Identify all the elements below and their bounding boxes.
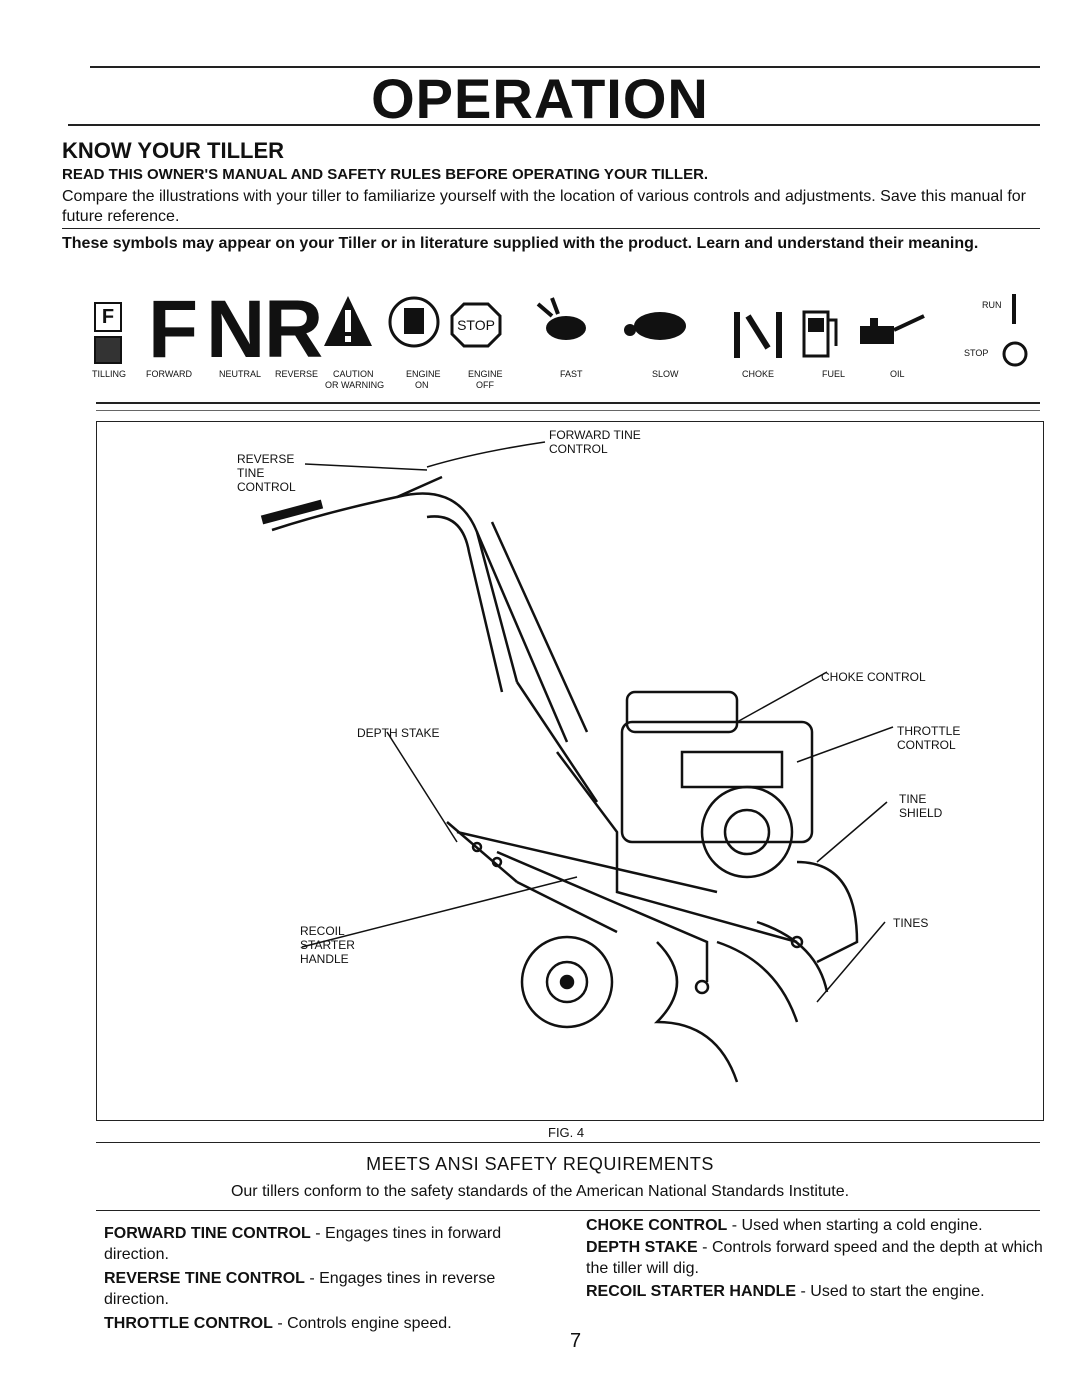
tilling-f-icon: F: [94, 302, 122, 332]
callout-throttle-control: THROTTLE CONTROL: [897, 724, 961, 752]
top-rule: [90, 66, 1040, 68]
desc-text: - Used when starting a cold engine.: [727, 1217, 983, 1234]
fast-rabbit-icon: [536, 297, 586, 340]
label-engine-on: ENGINE: [406, 369, 441, 379]
label-engine-on-2: ON: [415, 380, 429, 390]
stop-circle-icon: [1002, 341, 1028, 367]
desc-text: - Engages tines in forward direction.: [104, 1225, 502, 1263]
label-caution: CAUTION: [333, 369, 374, 379]
neutral-icon: N: [206, 284, 266, 375]
label-engine-off: ENGINE: [468, 369, 503, 379]
desc-depth-stake: DEPTH STAKE - Controls forward speed and…: [586, 1237, 1052, 1279]
desc-forward-tine-control: FORWARD TINE CONTROL - Engages tines in …: [104, 1223, 564, 1265]
desc-term: FORWARD TINE CONTROL: [104, 1225, 311, 1242]
slow-turtle-icon: [624, 312, 686, 340]
label-engine-off-2: OFF: [476, 380, 494, 390]
label-choke: CHOKE: [742, 369, 775, 379]
fuel-pump-icon: [802, 310, 838, 358]
desc-term: THROTTLE CONTROL: [104, 1315, 273, 1332]
compare-paragraph: Compare the illustrations with your till…: [62, 188, 1026, 225]
tiller-illustration: [260, 441, 894, 1083]
desc-term: DEPTH STAKE: [586, 1239, 698, 1256]
section-heading: KNOW YOUR TILLER: [62, 138, 285, 163]
symbol-tilling: F: [94, 302, 122, 364]
callout-depth-stake: DEPTH STAKE: [357, 726, 440, 740]
label-forward: FORWARD: [146, 369, 192, 379]
descriptions-left: FORWARD TINE CONTROL - Engages tines in …: [104, 1223, 564, 1334]
callout-tine-shield: TINE SHIELD: [899, 792, 943, 820]
descriptions-right: CHOKE CONTROL - Used when starting a col…: [586, 1215, 1052, 1302]
callout-tines: TINES: [893, 916, 929, 930]
desc-text: - Used to start the engine.: [796, 1283, 985, 1300]
ansi-heading: MEETS ANSI SAFETY REQUIREMENTS: [366, 1154, 714, 1174]
figure-frame: FORWARD TINE CONTROL REVERSE TINE CONTRO…: [96, 421, 1044, 1121]
ansi-top-rule: [96, 1142, 1040, 1143]
label-fuel: FUEL: [822, 369, 846, 379]
label-slow: SLOW: [652, 369, 679, 379]
desc-term: RECOIL STARTER HANDLE: [586, 1283, 797, 1300]
choke-icon: [734, 312, 782, 358]
desc-text: - Controls engine speed.: [272, 1315, 452, 1332]
callout-recoil-starter-handle: RECOIL STARTER HANDLE: [300, 924, 355, 966]
label-stop: STOP: [964, 348, 989, 358]
label-tilling: TILLING: [92, 369, 127, 379]
engine-off-icon: STOP: [450, 302, 502, 348]
page-title: OPERATION: [371, 67, 709, 130]
tilling-rotor-icon: [94, 336, 122, 364]
desc-reverse-tine-control: REVERSE TINE CONTROL - Engages tines in …: [104, 1268, 564, 1310]
page-number: 7: [570, 1330, 582, 1352]
desc-choke-control: CHOKE CONTROL - Used when starting a col…: [586, 1215, 1052, 1236]
ansi-bottom-rule: [96, 1210, 1040, 1211]
figure-caption: FIG. 4: [548, 1125, 585, 1140]
label-fast: FAST: [560, 369, 583, 379]
label-caution-2: OR WARNING: [325, 380, 385, 390]
desc-term: CHOKE CONTROL: [586, 1217, 728, 1234]
label-oil: OIL: [890, 369, 905, 379]
svg-text:STOP: STOP: [457, 317, 495, 333]
ansi-text: Our tillers conform to the safety standa…: [230, 1183, 850, 1200]
desc-recoil-starter-handle: RECOIL STARTER HANDLE - Used to start th…: [586, 1281, 1052, 1302]
label-run: RUN: [982, 300, 1002, 310]
engine-on-icon: [388, 296, 440, 348]
symbols-rule: [62, 228, 1040, 229]
forward-icon: F: [148, 284, 199, 375]
reverse-icon: R: [264, 284, 324, 375]
title-underline: [68, 124, 1040, 126]
desc-text: - Controls forward speed and the depth a…: [586, 1239, 1043, 1277]
label-reverse: REVERSE: [275, 369, 319, 379]
callout-forward-tine-control: FORWARD TINE CONTROL: [549, 428, 641, 456]
symbols-bottom-rule: [96, 402, 1040, 404]
desc-throttle-control: THROTTLE CONTROL - Controls engine speed…: [104, 1313, 564, 1334]
callout-choke-control: CHOKE CONTROL: [821, 670, 926, 684]
label-neutral: NEUTRAL: [219, 369, 262, 379]
symbols-bottom-rule-2: [96, 410, 1040, 411]
caution-icon: [324, 296, 372, 346]
symbol-icons: STOP: [324, 294, 1028, 367]
desc-text: - Engages tines in reverse direction.: [104, 1270, 496, 1308]
desc-term: REVERSE TINE CONTROL: [104, 1270, 305, 1287]
read-notice: READ THIS OWNER'S MANUAL AND SAFETY RULE…: [62, 166, 709, 183]
symbols-paragraph: These symbols may appear on your Tiller …: [62, 235, 979, 252]
run-line-icon: [1012, 294, 1016, 324]
oil-can-icon: [860, 314, 925, 344]
callout-reverse-tine-control: REVERSE TINE CONTROL: [237, 452, 296, 494]
